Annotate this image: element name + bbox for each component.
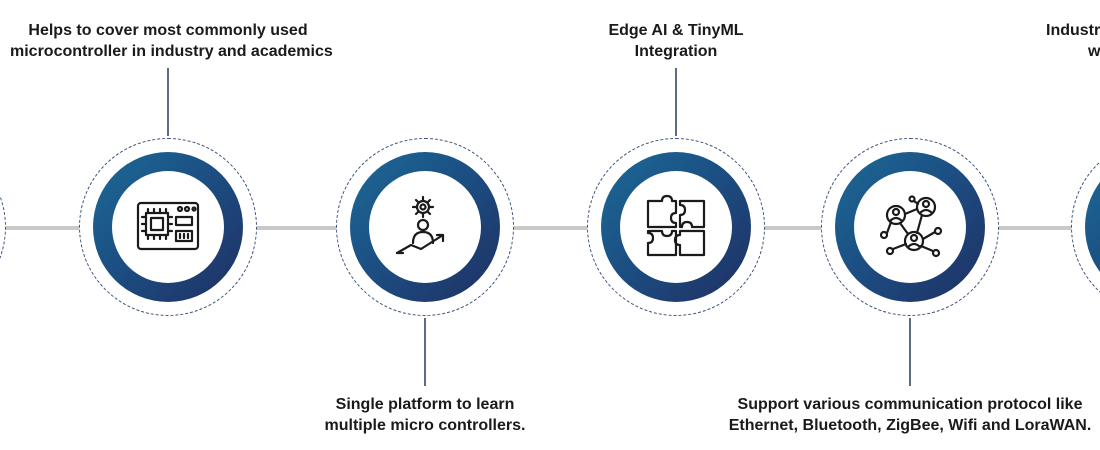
- timeline-node-partial-left: [0, 138, 8, 318]
- network-people-icon: [879, 195, 943, 258]
- person-gear-growth-icon: [395, 195, 445, 255]
- step-3-connector: [675, 68, 677, 136]
- step-2-caption: Single platform to learn multiple micro …: [310, 394, 540, 436]
- step-1-caption-line1: Helps to cover most commonly used: [28, 22, 308, 39]
- step-2-caption-line1: Single platform to learn: [335, 396, 515, 413]
- dashed-ring: [0, 138, 6, 316]
- step-3-node: [587, 138, 767, 318]
- step-2-connector: [424, 318, 426, 386]
- step-4-caption: Support various communication protocol l…: [720, 394, 1100, 436]
- step-2-node: [336, 138, 516, 318]
- step-3-caption-line2: Integration: [634, 43, 718, 60]
- step-5-node: [1071, 138, 1100, 318]
- microcontroller-board-icon: [136, 201, 200, 251]
- step-3-caption: Edge AI & TinyML Integration: [586, 20, 766, 62]
- step-4-caption-line1: Support various communication protocol l…: [737, 396, 1083, 413]
- step-1-caption: Helps to cover most commonly used microc…: [10, 20, 333, 62]
- step-5-caption-line2: w: [1088, 43, 1100, 60]
- step-2-caption-line2: multiple micro controllers.: [324, 417, 526, 434]
- step-5-caption-line1: Industr: [1046, 22, 1100, 39]
- icon-circle: [369, 171, 481, 283]
- puzzle-pieces-icon: [646, 194, 706, 257]
- icon-circle: [620, 171, 732, 283]
- step-1-caption-line2: microcontroller in industry and academic…: [10, 43, 333, 60]
- icon-circle: [112, 171, 224, 283]
- timeline-line: [0, 226, 1100, 230]
- step-1-node: [79, 138, 259, 318]
- step-4-caption-line2: Ethernet, Bluetooth, ZigBee, Wifi and Lo…: [728, 417, 1092, 434]
- step-1-connector: [167, 68, 169, 136]
- step-3-caption-line1: Edge AI & TinyML: [608, 22, 744, 39]
- step-5-caption: Industr w: [1046, 20, 1100, 62]
- step-4-node: [821, 138, 1001, 318]
- icon-circle: [854, 171, 966, 283]
- step-4-connector: [909, 318, 911, 386]
